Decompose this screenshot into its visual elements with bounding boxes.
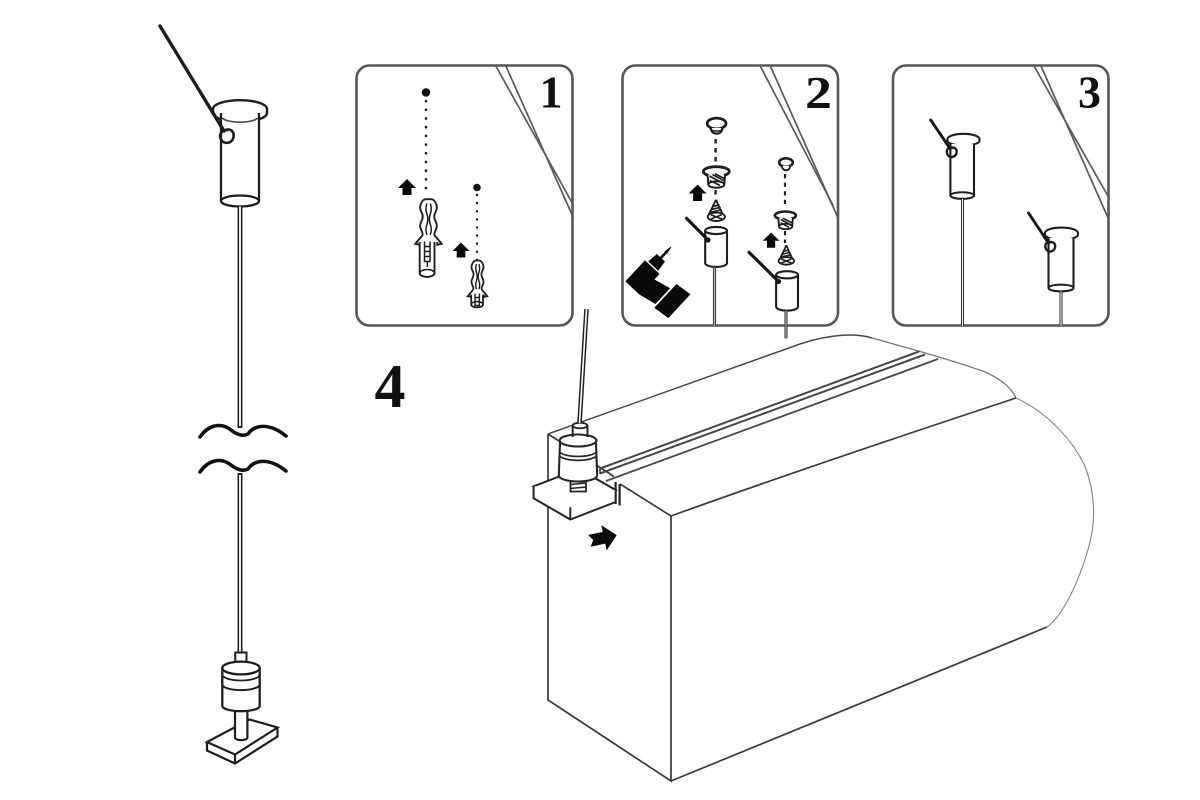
svg-text:3: 3 [1078, 67, 1101, 118]
svg-text:4: 4 [375, 353, 406, 421]
svg-text:2: 2 [805, 67, 832, 118]
svg-text:1: 1 [540, 67, 563, 118]
